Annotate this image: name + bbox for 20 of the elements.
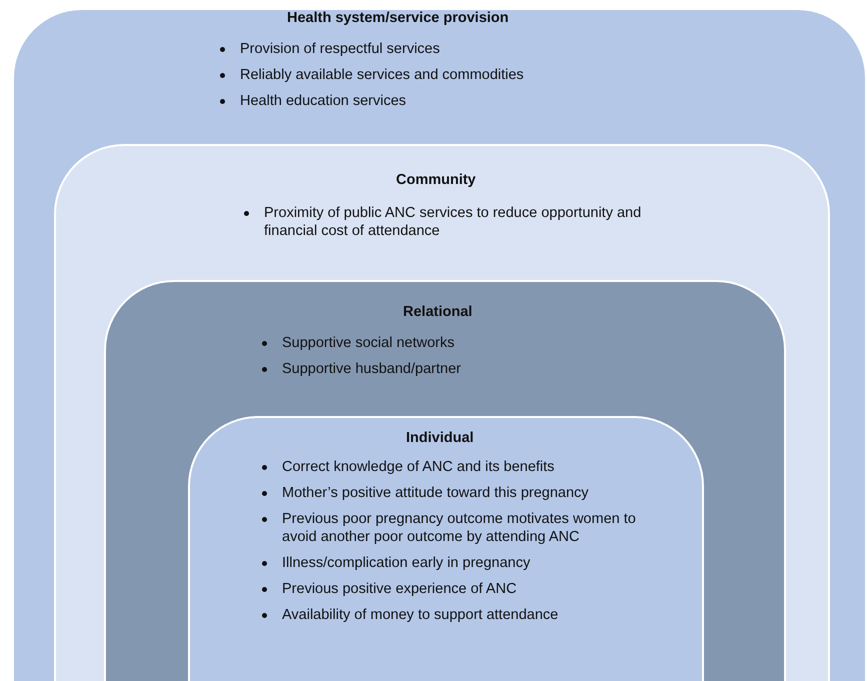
bullet-text: Correct knowledge of ANC and its benefits (282, 459, 554, 475)
bullet-text: Proximity of public ANC services to reduce opportunity and financial cost of attendance (264, 205, 642, 239)
rounded-panel (54, 144, 830, 681)
bullet-text: Supportive husband/partner (282, 361, 461, 377)
rounded-panel (104, 280, 786, 681)
bullet-text: Previous poor pregnancy outcome motivates women to avoid another poor outcome by attending ANC (282, 511, 636, 545)
panel-heading: Health system/service provision (287, 10, 509, 26)
rounded-panel (12, 8, 867, 681)
bullet-text: Availability of money to support attendance (282, 607, 558, 623)
panel-heading: Individual (406, 430, 474, 446)
bullet-text: Supportive social networks (282, 335, 454, 351)
bullet-text: Previous positive experience of ANC (282, 581, 517, 597)
bullet-text: Mother’s positive attitude toward this pregnancy (282, 485, 589, 501)
bullet-text: Health education services (240, 93, 406, 109)
bullet-text: Reliably available services and commodities (240, 67, 524, 83)
bullet-text: Illness/complication early in pregnancy (282, 555, 530, 571)
bullet-text: Provision of respectful services (240, 41, 440, 57)
panel-heading: Community (396, 172, 476, 188)
panel-heading: Relational (403, 304, 472, 320)
rounded-panel (188, 416, 704, 681)
